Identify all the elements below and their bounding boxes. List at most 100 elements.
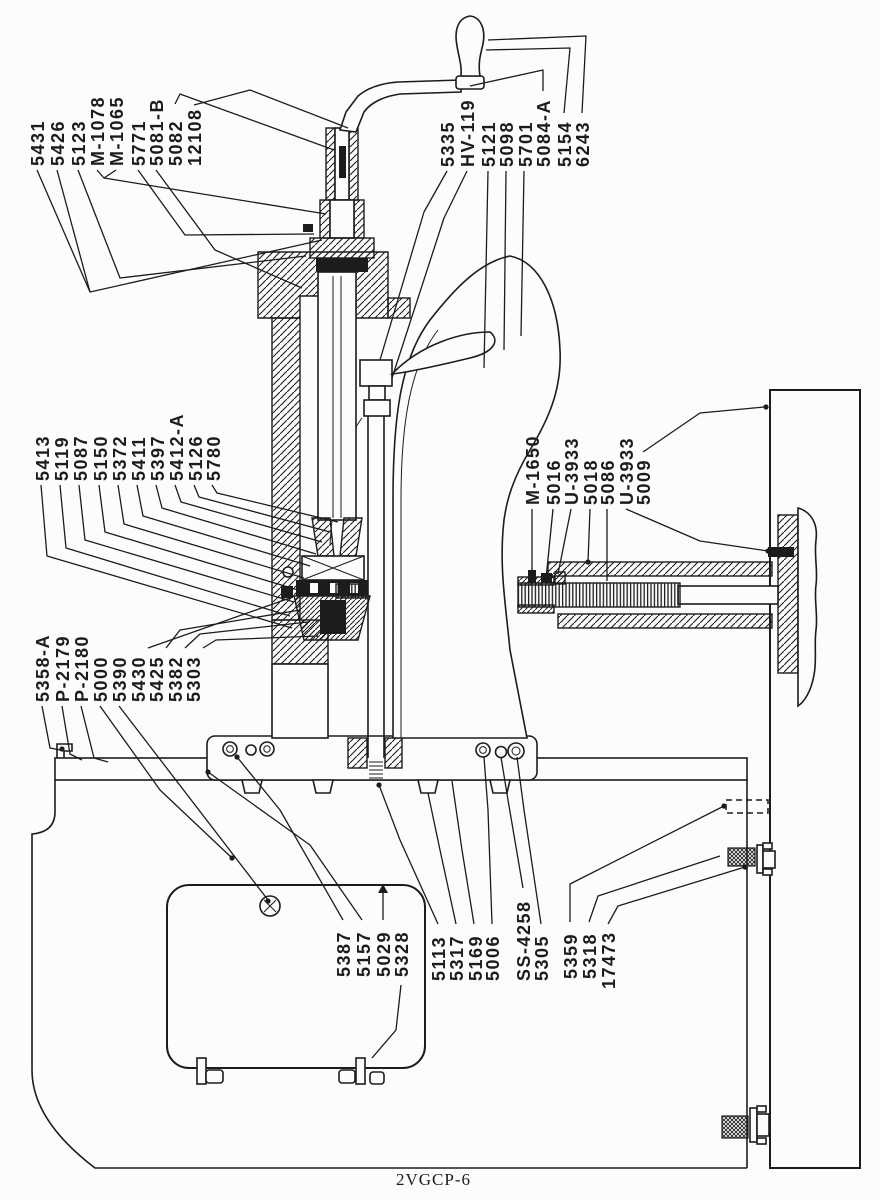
leader-line — [117, 484, 305, 579]
spindle-seal-band — [316, 258, 368, 272]
leader-line — [371, 984, 402, 1059]
part-label: 5359 — [561, 932, 581, 979]
part-label: 5305 — [532, 934, 552, 981]
rod-collar — [363, 399, 391, 417]
bolt-head-inner — [511, 746, 521, 756]
leader-line — [103, 169, 117, 179]
leader-arrowhead — [378, 884, 388, 893]
part-label: 5430 — [129, 655, 149, 702]
bolt-head — [259, 741, 275, 757]
leader-line — [59, 484, 291, 617]
bolt-head — [475, 742, 491, 758]
part-label: 6243 — [573, 120, 593, 167]
part-label: 5016 — [544, 458, 564, 505]
leader-line — [500, 756, 524, 889]
part-label: 5126 — [186, 434, 206, 481]
leader-line — [193, 89, 349, 129]
leader-line — [427, 792, 457, 925]
crank-knob — [455, 15, 485, 77]
table-edge-clip — [56, 743, 73, 758]
leader-line — [36, 169, 323, 293]
hex-bolt — [416, 779, 440, 794]
leader-line — [487, 35, 587, 114]
leader-line — [202, 635, 319, 649]
cover-foot-pad — [205, 1069, 224, 1084]
leader-line — [588, 855, 721, 923]
adjusting-plug-lower — [721, 1105, 770, 1145]
leader-line — [193, 484, 331, 533]
part-label: 5087 — [71, 434, 91, 481]
leader-line — [78, 484, 295, 603]
quill-body — [317, 271, 357, 521]
part-label: P-2179 — [53, 634, 73, 702]
side-set-screw — [303, 224, 313, 232]
bevel-gear-core — [320, 600, 346, 634]
leader-line — [99, 705, 233, 859]
flange-bolt — [768, 547, 794, 557]
leader-line — [184, 621, 309, 649]
crank-arm — [338, 79, 462, 133]
part-label: 5335 — [438, 120, 458, 167]
part-label: 5029 — [374, 930, 394, 977]
lever-pivot-block — [359, 359, 393, 387]
leader-line — [174, 484, 323, 543]
leader-line — [77, 169, 307, 279]
part-label: 5086 — [598, 458, 618, 505]
part-label: SS-4258 — [514, 900, 534, 981]
plug-tab — [756, 1105, 767, 1113]
part-label: M-1065 — [107, 95, 127, 166]
leader-line — [483, 170, 489, 369]
leader-line — [155, 169, 303, 289]
leader-line — [61, 705, 83, 761]
part-label: HV-119 — [458, 98, 478, 167]
leader-line — [569, 805, 725, 922]
column-leg — [271, 663, 329, 739]
part-label: P-2180 — [72, 634, 92, 702]
bolt-head-inner — [226, 745, 234, 753]
part-label: 5358-A — [33, 633, 53, 702]
bearing-cross — [301, 555, 365, 581]
bolt-head — [245, 744, 257, 756]
hex-bolt — [311, 779, 335, 794]
part-label: 5382 — [166, 655, 186, 702]
part-label: 5431 — [28, 119, 48, 166]
part-label: 5328 — [392, 930, 412, 977]
leader-line — [469, 69, 544, 91]
part-label: M-1650 — [523, 434, 543, 505]
part-label: 5157 — [354, 930, 374, 977]
leader-line — [587, 508, 591, 563]
leader-line — [503, 170, 507, 351]
cover-foot-pad — [369, 1071, 385, 1085]
gear-slit — [330, 583, 338, 593]
leader-line — [137, 169, 315, 236]
base-plate-slab — [206, 735, 538, 781]
spindle-slot — [339, 146, 346, 178]
screw-tube-bottom-wall — [557, 613, 773, 629]
plug-bracket — [762, 850, 776, 869]
part-label: 12108 — [185, 108, 205, 166]
part-label: 5082 — [166, 119, 186, 166]
part-label: 5119 — [52, 435, 72, 481]
part-label: 5006 — [483, 934, 503, 981]
leader-line — [236, 756, 344, 921]
leader-line — [41, 705, 61, 751]
part-label: 5098 — [497, 120, 517, 167]
leader-line — [56, 169, 91, 293]
leader-line — [174, 93, 335, 151]
part-label: 5121 — [479, 120, 499, 167]
part-label: 5123 — [69, 119, 89, 166]
part-label: M-1078 — [88, 95, 108, 166]
part-label: 5397 — [148, 434, 168, 481]
plug-tab — [756, 1137, 767, 1145]
bolt-head-inner — [479, 746, 487, 754]
leader-line — [80, 705, 109, 763]
leader-line — [516, 756, 542, 925]
handwheel — [797, 506, 818, 708]
bolt-head — [222, 741, 238, 757]
part-label: 5426 — [48, 119, 68, 166]
leader-line — [557, 508, 572, 575]
leader-line — [96, 169, 327, 215]
adjusting-plug-upper — [727, 842, 776, 876]
